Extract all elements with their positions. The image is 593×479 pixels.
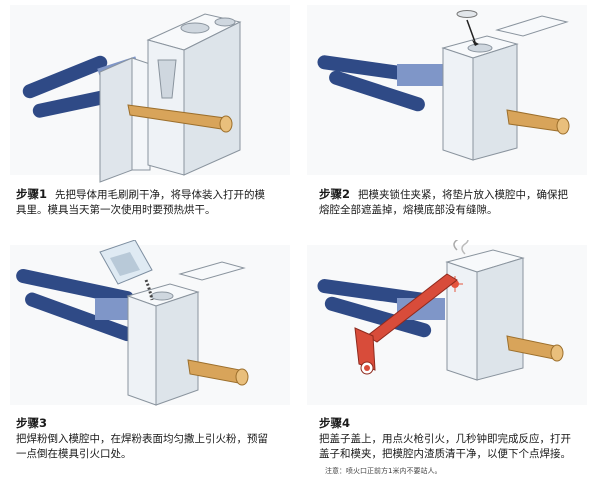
step3-text-line1: 把焊粉倒入模腔中，在焊粉表面均匀撒上引火粉，预留 [16, 433, 268, 445]
step3-caption: 步骤3 把焊粉倒入模腔中，在焊粉表面均匀撒上引火粉，预留 一点倒在模具引火口处。 [16, 416, 291, 462]
copper-conductor [187, 359, 249, 386]
ignition-lid-handle [354, 273, 458, 375]
step3-panel: 步骤3 把焊粉倒入模腔中，在焊粉表面均匀撒上引火粉，预留 一点倒在模具引火口处。 [0, 240, 296, 479]
step3-illustration [10, 240, 290, 406]
step2-illustration [307, 5, 587, 175]
step1-illustration [10, 5, 290, 183]
step4-caption: 步骤4 把盖子盖上，用点火枪引火，几秒钟即完成反应，打开 盖子和模夹，把模腔内渣… [319, 416, 591, 462]
step1-text-line1: 先把导体用毛刷刷干净，将导体装入打开的模 [55, 189, 266, 201]
step4-illustration [307, 240, 587, 405]
step4-text-line2: 盖子和模夹，把模腔内渣质清干净，以便下个点焊接。 [319, 448, 571, 460]
graphite-mold-closed [126, 261, 246, 406]
smoke-icon [453, 240, 469, 255]
step1-caption: 步骤1 先把导体用毛刷刷干净，将导体装入打开的模 具里。模具当天第一次使用时要预热… [16, 187, 291, 218]
step2-text-line2: 熔腔全部遮盖掉，熔模底部没有缝隙。 [319, 204, 498, 216]
step2-label: 步骤2 [319, 187, 351, 201]
step2-panel: 步骤2 把模夹锁住夹紧，将垫片放入模腔中，确保把 熔腔全部遮盖掉，熔模底部没有缝隙… [297, 0, 593, 239]
graphite-mold-closed [441, 15, 569, 161]
safety-note: 注意：喷火口正前方1米内不要站人。 [325, 467, 442, 475]
copper-conductor [506, 335, 564, 362]
step1-text-line2: 具里。模具当天第一次使用时要预热烘干。 [16, 204, 216, 216]
step4-panel: 步骤4 把盖子盖上，用点火枪引火，几秒钟即完成反应，打开 盖子和模夹，把模腔内渣… [297, 240, 593, 479]
step3-label: 步骤3 [16, 416, 48, 430]
copper-conductor [506, 109, 570, 135]
graphite-mold-open [99, 13, 242, 183]
step2-text-line1: 把模夹锁住夹紧，将垫片放入模腔中，确保把 [358, 189, 569, 201]
welding-powder-pouch [99, 240, 154, 301]
step1-label: 步骤1 [16, 187, 48, 201]
step4-text-line1: 把盖子盖上，用点火枪引火，几秒钟即完成反应，打开 [319, 433, 571, 445]
step2-caption: 步骤2 把模夹锁住夹紧，将垫片放入模腔中，确保把 熔腔全部遮盖掉，熔模底部没有缝隙… [319, 187, 589, 218]
mold-clamp-handle [317, 55, 447, 112]
step3-text-line2: 一点倒在模具引火口处。 [16, 448, 132, 460]
steel-disk [456, 10, 479, 46]
step4-label: 步骤4 [319, 416, 351, 430]
graphite-mold-closed [445, 249, 525, 381]
step1-panel: 步骤1 先把导体用毛刷刷干净，将导体装入打开的模 具里。模具当天第一次使用时要预热… [0, 0, 296, 239]
copper-conductor [127, 104, 233, 133]
